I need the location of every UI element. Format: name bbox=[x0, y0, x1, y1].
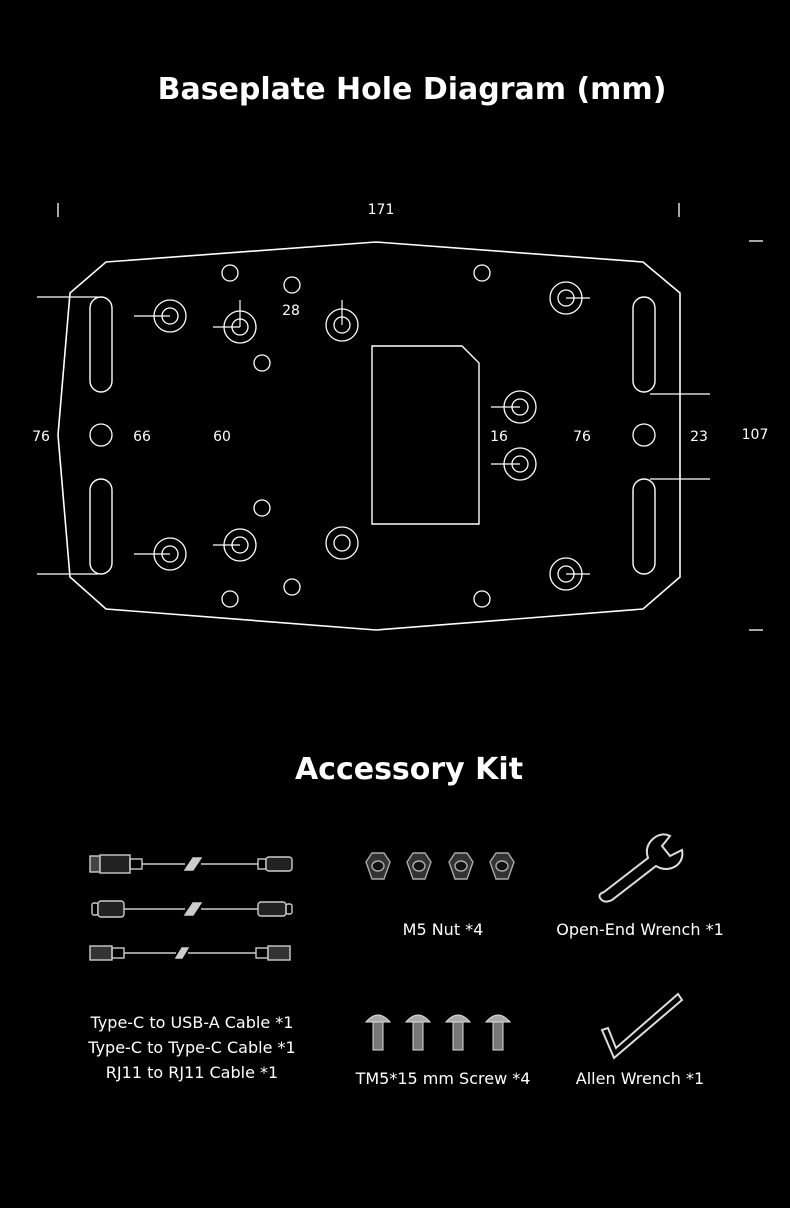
diagram-title: Baseplate Hole Diagram (mm) bbox=[157, 72, 667, 107]
usb-a-cable-icon bbox=[89, 854, 293, 874]
screw-icons bbox=[364, 1014, 512, 1051]
dim-60: 60 bbox=[213, 429, 231, 445]
allen-wrench-caption: Allen Wrench *1 bbox=[575, 1069, 705, 1088]
allen-wrench-icon bbox=[600, 992, 684, 1060]
dim-23: 23 bbox=[690, 429, 708, 445]
open-end-wrench-icon bbox=[598, 833, 684, 903]
accessory-kit-title: Accessory Kit bbox=[294, 752, 524, 787]
slot-right-top bbox=[632, 296, 656, 393]
dim-107: 107 bbox=[742, 427, 769, 443]
slot-right-bottom bbox=[632, 478, 656, 575]
screw-caption: TM5*15 mm Screw *4 bbox=[355, 1069, 531, 1088]
cable-type-c-label: Type-C to Type-C Cable *1 bbox=[88, 1038, 296, 1057]
center-cutout bbox=[371, 345, 480, 525]
nut-icons bbox=[365, 852, 515, 880]
dim-66: 66 bbox=[133, 429, 151, 445]
nut-caption: M5 Nut *4 bbox=[402, 920, 484, 939]
cables-caption: Type-C to USB-A Cable *1 Type-C to Type-… bbox=[62, 1010, 322, 1085]
type-c-cable-icon bbox=[91, 900, 293, 918]
dim-76-right: 76 bbox=[573, 429, 591, 445]
slot-left-top bbox=[89, 296, 113, 393]
open-wrench-caption: Open-End Wrench *1 bbox=[556, 920, 724, 939]
dim-16: 16 bbox=[490, 429, 508, 445]
counterbored-holes bbox=[153, 281, 583, 591]
leader-lines bbox=[37, 296, 710, 575]
cable-icons bbox=[89, 854, 293, 961]
rj11-cable-icon bbox=[89, 945, 291, 961]
plate-outline bbox=[57, 241, 681, 631]
small-holes bbox=[89, 264, 656, 608]
slot-left-bottom bbox=[89, 478, 113, 575]
dim-28: 28 bbox=[282, 303, 300, 319]
dim-76-left: 76 bbox=[32, 429, 50, 445]
cable-rj11-label: RJ11 to RJ11 Cable *1 bbox=[105, 1063, 279, 1082]
baseplate-diagram: 171 107 76 66 60 28 16 76 23 bbox=[32, 202, 769, 631]
dim-171: 171 bbox=[368, 202, 395, 218]
cable-usb-a-label: Type-C to USB-A Cable *1 bbox=[90, 1013, 294, 1032]
